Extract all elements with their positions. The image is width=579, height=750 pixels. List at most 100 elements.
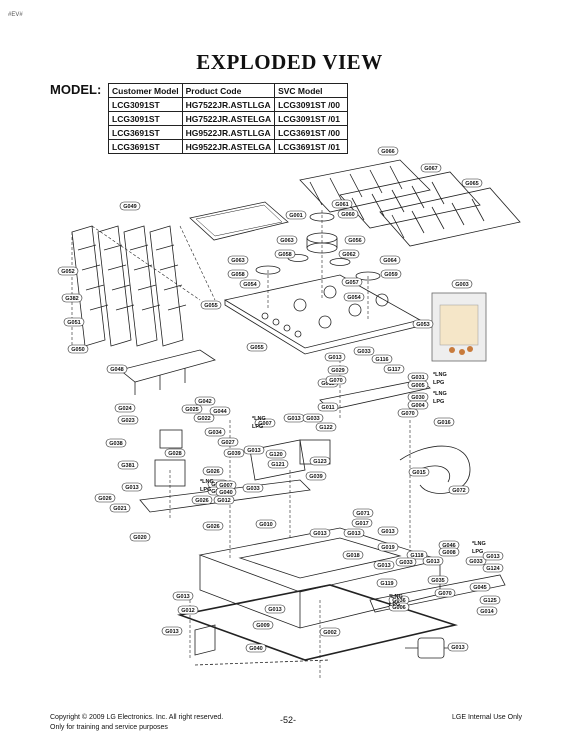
part-label-text: G039 <box>227 451 240 457</box>
part-label-tag: G001 <box>285 210 307 220</box>
part-label-tag: G042 <box>194 396 216 406</box>
part-label-text: G004 <box>411 403 425 409</box>
part-label-tag: G026 <box>94 493 116 503</box>
parts-bag <box>431 292 487 362</box>
part-label-text: G055 <box>204 303 217 309</box>
part-label-outline <box>337 209 359 219</box>
part-label-text: G033 <box>469 559 482 565</box>
part-label-tag: G040 <box>215 487 237 497</box>
part-label-tag: G004 <box>407 400 429 410</box>
part-label-text: G013 <box>247 448 260 454</box>
part-label-tag: G056 <box>344 235 366 245</box>
part-label-tag: G039 <box>223 448 245 458</box>
part-label-text: G013 <box>426 559 439 565</box>
part-label-outline <box>114 403 136 413</box>
table-row: LCG3691ST HG9522JR.ASTLLGA LCG3691ST /00 <box>108 125 349 140</box>
part-label-outline <box>352 508 374 518</box>
part-label-outline <box>407 380 429 390</box>
part-label-outline <box>448 485 470 495</box>
part-label-tag: G006 <box>388 602 410 612</box>
part-label-tag: G054 <box>343 292 365 302</box>
part-label-tag: G038 <box>105 438 127 448</box>
part-label-text: G049 <box>123 204 136 210</box>
part-label-tag: G010 <box>255 519 277 529</box>
part-label-tag: G013 <box>172 591 194 601</box>
part-label-text: G013 <box>268 607 281 613</box>
part-label-tag: G025 <box>181 404 203 414</box>
part-label-outline <box>63 317 85 327</box>
part-label-text: G123 <box>313 459 326 465</box>
lpg-label: LPG <box>200 487 211 493</box>
part-label-tag: G119 <box>376 578 398 588</box>
part-label-tag: G020 <box>129 532 151 542</box>
part-label-text: G063 <box>231 258 244 264</box>
part-label-text: G025 <box>185 407 198 413</box>
part-label-tag: G121 <box>267 459 289 469</box>
part-label-tag: G063 <box>227 255 249 265</box>
part-label-outline <box>119 201 141 211</box>
part-label-tag: G002 <box>319 627 341 637</box>
part-label-text: G116 <box>375 357 388 363</box>
part-label-text: G027 <box>221 440 234 446</box>
part-label-tag: G040 <box>245 643 267 653</box>
part-label-outline <box>377 542 399 552</box>
copyright-line-1: Copyright © 2009 LG Electronics. Inc. Al… <box>50 714 224 721</box>
griddle-plate <box>189 201 289 241</box>
part-label-tag: G055 <box>246 342 268 352</box>
part-label-text: G014 <box>480 609 494 615</box>
part-label-tag: G061 <box>331 199 353 209</box>
part-label-tag: G013 <box>264 604 286 614</box>
part-label-outline <box>315 422 337 432</box>
part-label-tag: G033 <box>302 413 324 423</box>
part-label-text: G008 <box>442 550 455 556</box>
part-label-outline <box>254 418 276 428</box>
part-label-outline <box>371 354 393 364</box>
part-label-tag: G030 <box>407 392 429 402</box>
pressure-regulator <box>417 637 445 659</box>
part-label-tag: G116 <box>371 354 393 364</box>
part-label-text: G053 <box>416 322 429 328</box>
part-label-text: G013 <box>321 381 334 387</box>
part-label-tag: G012 <box>177 605 199 615</box>
part-label-text: G024 <box>118 406 132 412</box>
part-label-outline <box>121 482 143 492</box>
lpg-label: LPG <box>389 602 400 608</box>
part-label-outline <box>433 417 455 427</box>
part-label-outline <box>227 269 249 279</box>
part-label-tag: G039 <box>305 471 327 481</box>
part-label-tag: G123 <box>309 456 331 466</box>
lpg-label: LPG <box>433 399 444 405</box>
part-label-outline <box>343 292 365 302</box>
lng-label: *LNG <box>433 391 447 397</box>
part-label-tag: G125 <box>479 595 501 605</box>
part-label-tag: G049 <box>119 201 141 211</box>
lng-label: *LNG <box>252 416 266 422</box>
part-label-outline <box>215 487 237 497</box>
part-label-tag: G029 <box>327 365 349 375</box>
part-label-outline <box>377 526 399 536</box>
part-label-outline <box>242 483 264 493</box>
part-label-text: G044 <box>213 409 227 415</box>
part-label-outline <box>106 364 128 374</box>
part-label-text: G121 <box>271 462 284 468</box>
part-label-outline <box>177 605 199 615</box>
part-label-text: G063 <box>280 238 293 244</box>
part-label-text: G038 <box>109 441 122 447</box>
part-label-text: G057 <box>345 280 358 286</box>
part-label-text: G045 <box>473 585 486 591</box>
part-label-text: G050 <box>71 347 84 353</box>
part-label-outline <box>325 375 347 385</box>
lng-label: *LNG <box>433 372 447 378</box>
part-label-outline <box>57 266 79 276</box>
part-label-tag: G044 <box>209 406 231 416</box>
part-label-outline <box>239 279 261 289</box>
part-label-outline <box>388 602 410 612</box>
part-label-text: G026 <box>206 469 219 475</box>
part-label-text: G056 <box>348 238 361 244</box>
part-label-tag: G012 <box>213 495 235 505</box>
part-label-outline <box>427 575 449 585</box>
part-label-tag: G034 <box>204 427 226 437</box>
part-label-text: G055 <box>250 345 263 351</box>
part-label-outline <box>447 642 469 652</box>
